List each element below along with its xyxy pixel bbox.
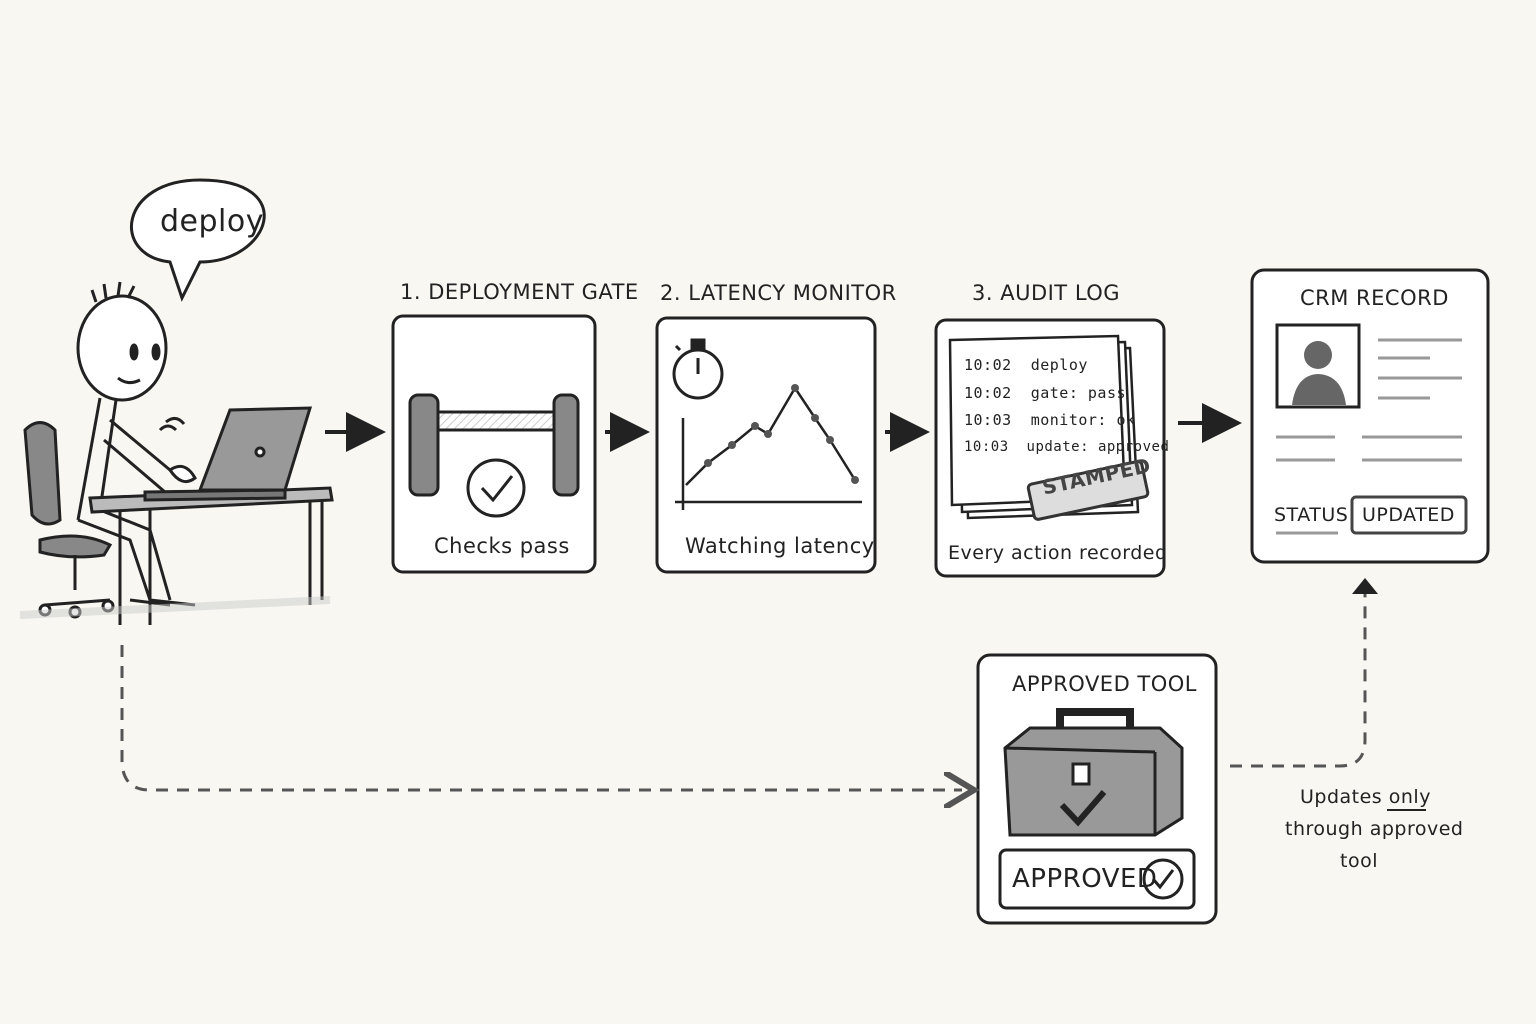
note-line-2: through approved (1285, 818, 1464, 840)
barrier-gate-icon (408, 393, 580, 497)
approved-check-icon (1142, 858, 1184, 900)
dashed-arrow-head (1352, 578, 1378, 594)
status-label: STATUS (1274, 504, 1349, 526)
latency-monitor-panel (655, 316, 877, 574)
log-entry: 10:03 monitor: ok (964, 411, 1136, 429)
audit-log-panel (934, 318, 1166, 578)
log-entry: 10:02 deploy (964, 356, 1088, 374)
step-3-title: 3. AUDIT LOG (972, 281, 1121, 305)
log-entry: 10:03 update: approved (964, 439, 1170, 455)
approved-badge: APPROVED (1012, 864, 1158, 894)
dashed-path-to-tool (120, 645, 962, 790)
note-line-1: Updates only (1300, 786, 1431, 808)
avatar-icon (1275, 323, 1361, 409)
crm-title: CRM RECORD (1300, 286, 1449, 310)
stopwatch-icon (672, 338, 724, 400)
step-1-title: 1. DEPLOYMENT GATE (400, 280, 639, 304)
log-entry: 10:02 gate: pass (964, 384, 1127, 402)
status-badge-box (1350, 495, 1468, 535)
speech-bubble (130, 178, 266, 302)
paper-stack-icon (948, 334, 1140, 520)
step-1-caption: Checks pass (434, 534, 570, 558)
crm-record-panel (1250, 268, 1490, 564)
step-2-title: 2. LATENCY MONITOR (660, 281, 897, 305)
dashed-path-to-crm (1230, 592, 1367, 768)
toolbox-icon (1003, 708, 1184, 837)
approved-tool-title: APPROVED TOOL (1012, 672, 1198, 696)
deployment-gate-panel (391, 314, 597, 574)
stamp-icon (1026, 459, 1150, 521)
laptop-icon (143, 406, 313, 502)
step-3-caption: Every action recorded (948, 542, 1168, 564)
note-line-3: tool (1340, 850, 1378, 872)
line-chart-icon (675, 384, 862, 510)
step-2-caption: Watching latency (685, 534, 875, 558)
speech-bubble-text: deploy (160, 204, 264, 239)
check-icon (466, 458, 526, 518)
status-badge: UPDATED (1362, 504, 1455, 526)
chair-icon (23, 421, 115, 619)
